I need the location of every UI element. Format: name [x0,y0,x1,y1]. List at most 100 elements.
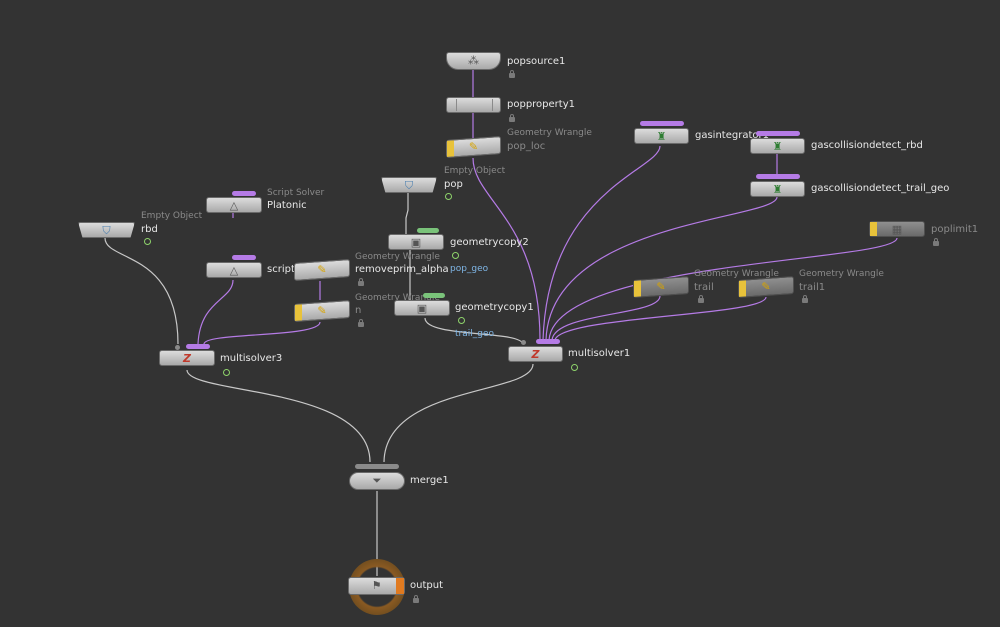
bypass-flag[interactable] [739,280,746,297]
node-output[interactable]: ⚑ [348,577,405,595]
lock-icon [358,278,364,286]
wrangle-icon: ✎ [317,262,327,277]
poplimit-icon: ▦ [891,223,903,236]
display-flag-dot [223,369,230,376]
node-label-rbd: rbd [141,224,158,235]
multi-input-bar[interactable] [536,339,560,344]
node-label-n: n [355,305,362,316]
node-label-merge1: merge1 [410,475,449,486]
display-flag-dot [571,364,578,371]
node-geometrycopy2[interactable]: ▣ [388,234,444,250]
multi-input-bar[interactable] [186,344,210,349]
node-type-pop-loc: Geometry Wrangle [507,128,592,138]
node-label-trail1: trail1 [799,282,826,293]
bottle-icon: ♜ [772,140,783,153]
node-label-multisolver1: multisolver1 [568,348,631,359]
shield-icon: ⛉ [404,179,414,192]
display-flag[interactable] [396,578,404,594]
lock-icon [802,295,808,303]
geo-input-bar[interactable] [423,293,445,298]
multi-input-bar[interactable] [355,464,399,469]
node-label-pop: pop [444,179,463,190]
node-label-gasintegrator1: gasintegrator1 [695,130,769,141]
multi-input-bar[interactable] [756,174,800,179]
node-label-popsource1: popsource1 [507,56,566,67]
wrangle-icon: ✎ [761,279,771,294]
output-icon: ⚑ [371,579,382,592]
bottle-icon: ♜ [772,183,783,196]
node-gascollisiondetect-rbd[interactable]: ♜ [750,138,805,154]
node-popsource1[interactable]: ⁂ [446,52,501,70]
node-platonic[interactable]: △ [206,197,262,213]
script-icon: △ [229,199,239,212]
node-script[interactable]: △ [206,262,262,278]
lock-icon [698,295,704,303]
multisolver-icon: Z [183,352,191,365]
wrangle-icon: ✎ [317,303,327,318]
node-multisolver1[interactable]: Z [508,346,563,362]
geometry-copy-icon: ▣ [410,236,422,249]
node-type-n: Geometry Wrangle [355,293,440,303]
node-label-pop-loc: pop_loc [507,141,546,152]
bottle-icon: ♜ [656,130,667,143]
display-flag-dot [445,193,452,200]
geo-input-bar[interactable] [417,228,439,233]
multisolver-icon: Z [531,348,540,361]
display-flag-dot [144,238,151,245]
node-type-trail: Geometry Wrangle [694,269,779,279]
wire-label-pop-geo: pop_geo [450,264,489,274]
node-pop[interactable]: ⛉ [381,177,437,193]
wire-label-trail-geo: trail_geo [455,329,495,339]
wrangle-icon: ✎ [468,139,479,154]
node-pop-loc[interactable]: ✎ [446,136,501,158]
node-divider [456,99,457,111]
geometry-copy-icon: ▣ [416,302,428,315]
node-merge1[interactable]: ⏷ [349,472,405,490]
node-label-geometrycopy2: geometrycopy2 [450,237,529,248]
shield-icon: ⛉ [102,224,111,237]
lock-icon [509,70,515,78]
multi-input-bar[interactable] [756,131,800,136]
lock-icon [933,238,939,246]
node-label-trail: trail [694,282,714,293]
node-geometrycopy1[interactable]: ▣ [394,300,450,316]
bypass-flag[interactable] [870,222,877,236]
node-label-poplimit1: poplimit1 [931,224,979,235]
input-dot[interactable] [521,340,526,345]
node-label-output: output [410,580,443,591]
node-divider [492,99,493,111]
node-type-pop: Empty Object [444,166,506,176]
display-flag-dot [452,252,459,259]
lock-icon [509,114,515,122]
node-gasintegrator1[interactable]: ♜ [634,128,689,144]
lock-icon [413,595,419,603]
node-type-platonic: Script Solver [267,188,325,198]
input-dot[interactable] [175,345,180,350]
bypass-flag[interactable] [447,140,454,157]
lock-icon [358,319,364,327]
node-multisolver3[interactable]: Z [159,350,215,366]
node-label-geometrycopy1: geometrycopy1 [455,302,534,313]
multi-input-bar[interactable] [640,121,684,126]
node-type-trail1: Geometry Wrangle [799,269,884,279]
node-label-multisolver3: multisolver3 [220,353,283,364]
node-label-removeprim-alpha: removeprim_alpha [355,264,449,275]
display-flag-dot [458,317,465,324]
particle-source-icon: ⁂ [468,54,479,67]
node-type-removeprim-alpha: Geometry Wrangle [355,252,440,262]
node-popproperty1[interactable] [446,97,501,113]
script-icon: △ [229,264,239,277]
multi-input-bar[interactable] [232,191,256,196]
node-label-popproperty1: popproperty1 [507,99,575,110]
node-label-platonic: Platonic [267,200,307,211]
node-type-rbd: Empty Object [141,211,203,221]
node-rbd[interactable]: ⛉ [78,222,135,238]
wrangle-icon: ✎ [656,279,666,294]
multi-input-bar[interactable] [232,255,256,260]
node-poplimit1[interactable]: ▦ [869,221,925,237]
bypass-flag[interactable] [634,280,641,297]
node-label-script: script [267,264,295,275]
node-gascollisiondetect-trail-geo[interactable]: ♜ [750,181,805,197]
bypass-flag[interactable] [295,304,302,321]
